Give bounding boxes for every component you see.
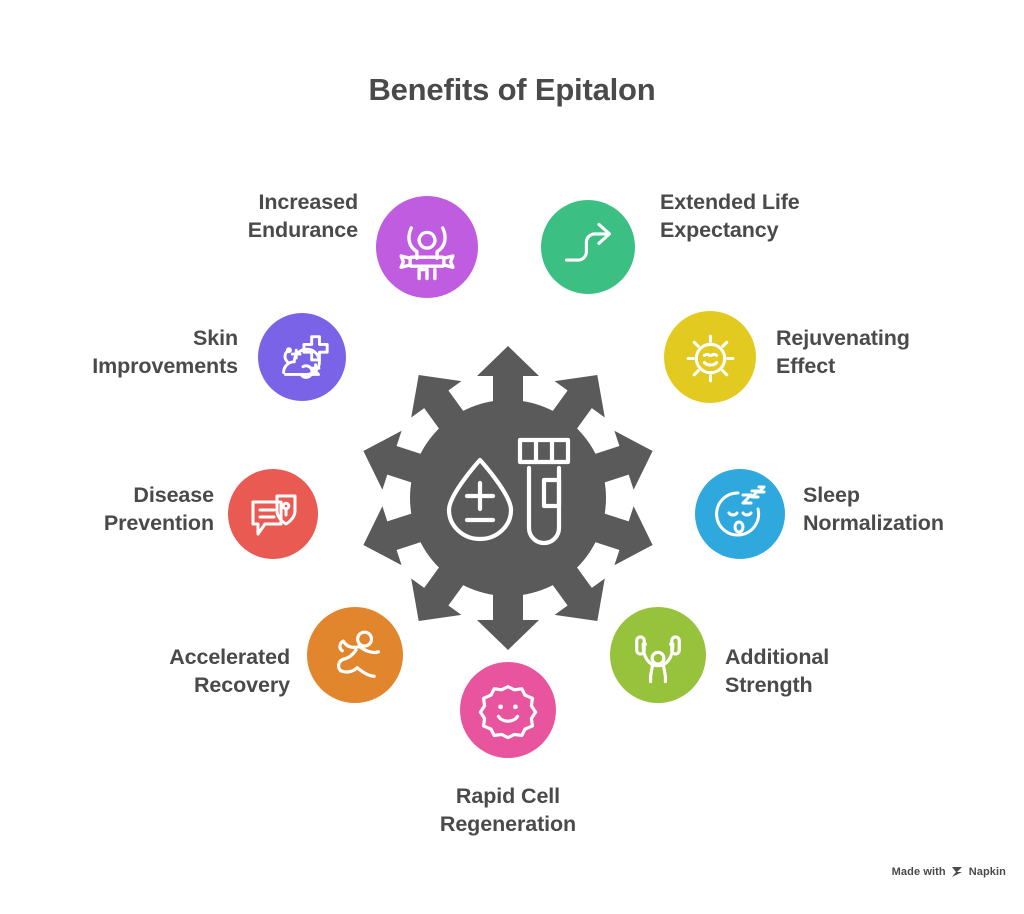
benefit-node-disease-prevention[interactable] [228,469,318,559]
sleeping-face-zzz-icon [715,485,766,537]
benefit-label-accelerated-recovery: Accelerated Recovery [169,645,290,698]
benefit-label-rejuvenating-effect: Rejuvenating Effect [776,326,910,379]
benefit-node-rejuvenating-effect[interactable] [664,311,756,403]
benefit-node-extended-life-expectancy[interactable] [541,200,635,294]
speech-bubble-shield-icon [251,494,297,536]
benefit-node-rapid-cell-regeneration[interactable] [460,662,556,758]
rising-zigzag-arrow-icon [564,222,611,262]
made-with-label: Made with [891,866,946,878]
benefit-node-additional-strength[interactable] [610,607,706,703]
benefit-label-extended-life-expectancy: Extended Life Expectancy [660,190,800,243]
brand-label: Napkin [968,866,1006,878]
benefit-node-accelerated-recovery[interactable] [307,607,403,703]
hub-arrows-svg [363,346,653,650]
benefit-label-disease-prevention: Disease Prevention [103,483,214,536]
smiling-sun-icon [686,334,734,382]
hub-arrow [477,568,539,650]
hub-arrow [477,346,539,428]
benefit-label-increased-endurance: Increased Endurance [247,190,358,243]
benefit-label-sleep-normalization: Sleep Normalization [803,483,944,536]
benefit-label-additional-strength: Additional Strength [725,645,830,698]
snail-medical-cross-icon [282,335,329,379]
benefit-label-skin-improvements: Skin Improvements [92,326,238,379]
person-raising-arms-bench-icon [399,226,455,281]
benefit-node-increased-endurance[interactable] [376,196,478,298]
page-title: Benefits of Epitalon [368,72,656,107]
weightlifter-icon [635,635,681,684]
blood-drop-test-tube-icon [446,437,571,546]
running-person-icon [336,630,380,678]
smiling-cell-icon [478,685,538,740]
benefit-label-rapid-cell-regeneration: Rapid Cell Regeneration [439,784,577,837]
napkin-logo-icon [951,867,962,877]
footer-attribution: Made with Napkin [892,866,1006,878]
benefit-node-sleep-normalization[interactable] [695,469,785,559]
benefit-node-skin-improvements[interactable] [258,313,346,401]
